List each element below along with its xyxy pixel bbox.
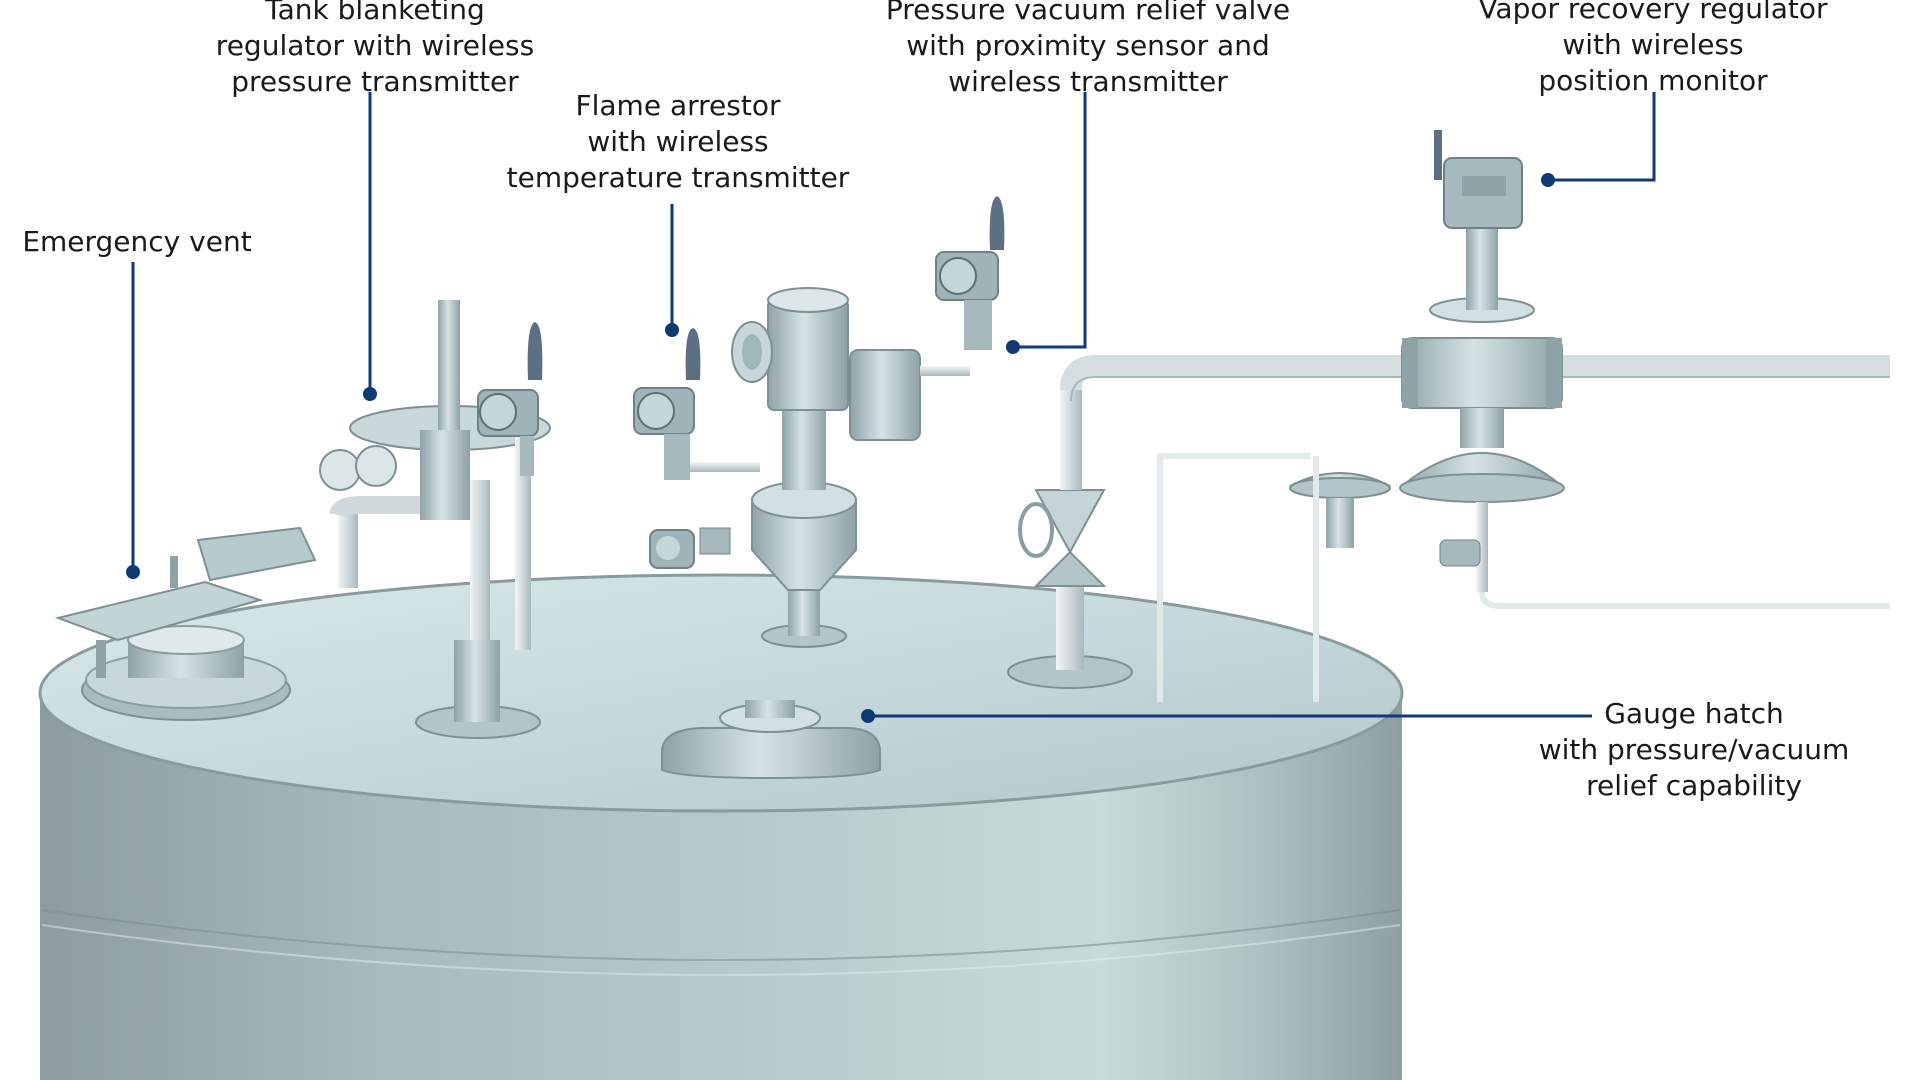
leader-lines bbox=[126, 92, 1656, 723]
callout-line: with pressure/vacuum bbox=[1538, 733, 1850, 766]
callout-line: pressure transmitter bbox=[231, 65, 519, 98]
flame-arrestor bbox=[633, 287, 970, 648]
callout-line: with wireless bbox=[1562, 28, 1744, 61]
storage-tank bbox=[38, 573, 1404, 1080]
leader-dot-pv-relief bbox=[1006, 340, 1020, 354]
leader-dot-flame-arrestor bbox=[665, 323, 679, 337]
leader-dot-vapor-recovery bbox=[1541, 173, 1555, 187]
emergency-vent bbox=[54, 526, 317, 721]
callout-line: Emergency vent bbox=[22, 225, 252, 258]
callout-blanketing-regulator: Tank blanketing regulator with wireless … bbox=[216, 0, 534, 100]
callout-line: position monitor bbox=[1538, 64, 1768, 97]
callout-line: relief capability bbox=[1586, 769, 1802, 802]
differential-pressure-transmitter bbox=[649, 527, 731, 569]
leader-vapor-recovery bbox=[1548, 92, 1656, 182]
callout-line: Flame arrestor bbox=[575, 89, 781, 122]
callout-emergency-vent: Emergency vent bbox=[22, 224, 251, 260]
leader-pv-relief bbox=[1013, 92, 1087, 349]
leader-dot-gauge-hatch bbox=[861, 709, 875, 723]
callout-line: Tank blanketing bbox=[265, 0, 485, 26]
callout-vapor-recovery-regulator: Vapor recovery regulator with wireless p… bbox=[1478, 0, 1827, 99]
callout-line: with proximity sensor and bbox=[906, 29, 1270, 62]
callout-pv-relief-valve: Pressure vacuum relief valve with proxim… bbox=[886, 0, 1290, 100]
gauge-hatch bbox=[661, 700, 881, 780]
callout-flame-arrestor: Flame arrestor with wireless temperature… bbox=[507, 88, 850, 196]
blanketing-regulator bbox=[319, 300, 551, 739]
pressure-vacuum-relief-valve bbox=[935, 196, 1890, 689]
wireless-pressure-transmitter bbox=[477, 322, 543, 476]
callout-line: regulator with wireless bbox=[215, 29, 535, 62]
callout-line: with wireless bbox=[587, 125, 769, 158]
callout-line: wireless transmitter bbox=[948, 65, 1228, 98]
leader-dot-emergency-vent bbox=[126, 565, 140, 579]
leader-dot-blanketing bbox=[363, 387, 377, 401]
callout-gauge-hatch: Gauge hatch with pressure/vacuum relief … bbox=[1539, 696, 1850, 804]
vapor-recovery-regulator bbox=[1157, 130, 1890, 702]
wireless-proximity-transmitter bbox=[935, 196, 1005, 350]
callout-line: temperature transmitter bbox=[506, 161, 850, 194]
callout-line: Gauge hatch bbox=[1604, 697, 1784, 730]
callout-line: Vapor recovery regulator bbox=[1478, 0, 1828, 25]
wireless-temperature-transmitter bbox=[633, 328, 760, 480]
callout-line: Pressure vacuum relief valve bbox=[885, 0, 1291, 26]
